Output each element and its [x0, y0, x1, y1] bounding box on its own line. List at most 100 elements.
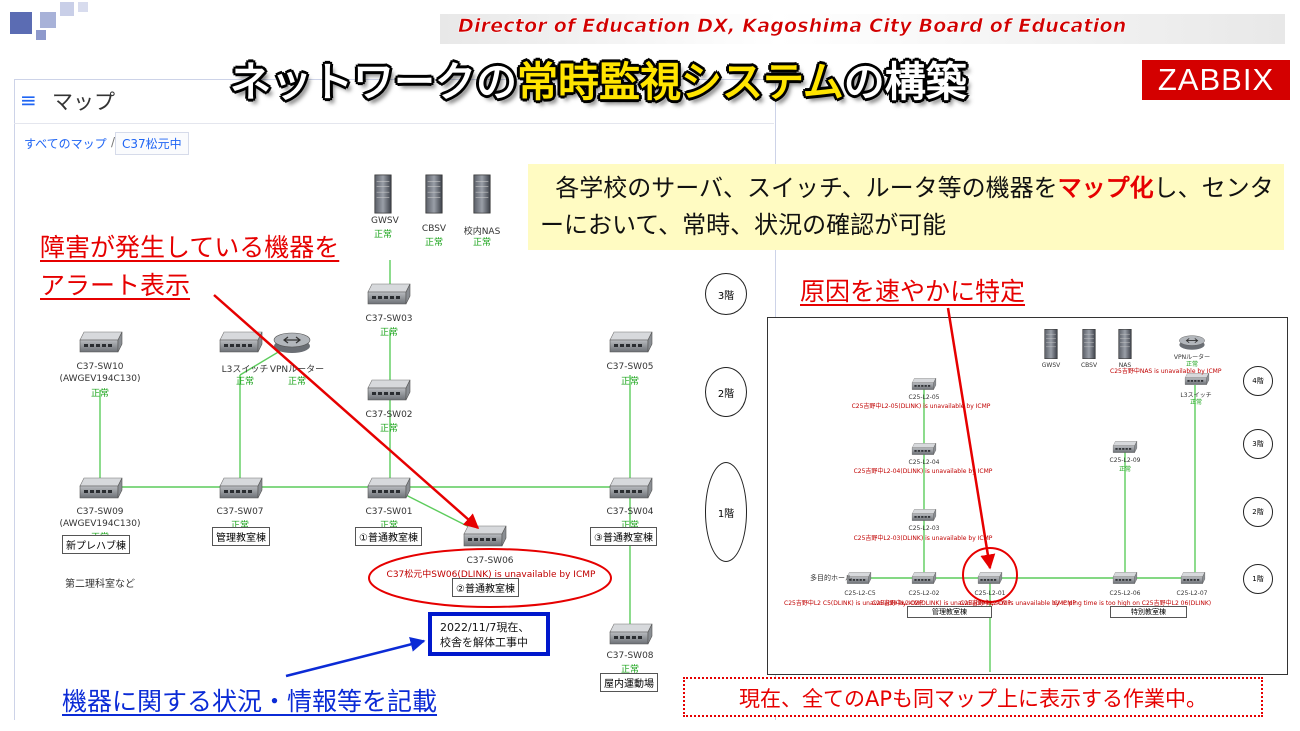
- right-node-status: 正常: [1118, 466, 1131, 473]
- right-vpn-name: VPNルーター: [1173, 354, 1211, 361]
- floor-marker: 1階: [705, 462, 747, 562]
- node-name: C37-SW06: [466, 556, 514, 566]
- right-floor-marker: 3階: [1243, 429, 1273, 459]
- node-name: C37-SW04: [606, 507, 654, 517]
- location-label: 新プレハブ棟: [62, 535, 130, 554]
- info-arrow: [285, 637, 426, 678]
- right-server-name: GWSV: [1041, 362, 1061, 369]
- switch-icon: [219, 331, 263, 353]
- location-label: ③普通教室棟: [590, 527, 657, 546]
- server-icon: [473, 174, 491, 214]
- right-vpn-status: 正常: [1185, 361, 1198, 368]
- right-alert: C25吉野中L2-05(DLINK) is unavailable by ICM…: [851, 403, 991, 410]
- server-status: 正常: [373, 230, 392, 240]
- node-name: C37-SW10: [76, 362, 124, 372]
- node-status: 正常: [379, 424, 398, 434]
- switch-icon: [367, 379, 411, 401]
- breadcrumb-current[interactable]: C37松元中: [115, 132, 189, 155]
- right-alert-circle: [962, 547, 1018, 603]
- right-floor-marker: 4階: [1243, 366, 1273, 396]
- right-server-name: NAS: [1118, 362, 1132, 369]
- hamburger-icon[interactable]: ≡: [20, 88, 37, 112]
- right-node-name: C25-L2-05: [908, 394, 940, 401]
- page-title: ネットワークの常時監視システムの構築: [230, 58, 967, 106]
- note-line: 校舎を解体工事中: [440, 636, 528, 649]
- node-status: 正常: [90, 389, 109, 399]
- server-icon: [425, 174, 443, 214]
- right-node-name: C25-L2-02: [908, 590, 940, 597]
- node-model: (AWGEV194C130): [59, 519, 141, 529]
- cause-callout: 原因を速やかに特定: [800, 277, 1026, 306]
- server-name: 校内NAS: [463, 227, 501, 237]
- right-node-name: C25-L2-06: [1109, 590, 1141, 597]
- server-name: GWSV: [371, 216, 399, 226]
- right-alert: C25吉野中L2-04(DLINK) is unavailable by ICM…: [853, 468, 993, 475]
- location-label: ②普通教室棟: [452, 578, 519, 597]
- right-node-name: C25-L2-07: [1176, 590, 1208, 597]
- summary-text: 各学校のサーバ、スイッチ、ルータ等の機器をマップ化し、センターにおいて、常時、状…: [540, 174, 1274, 239]
- right-alert: C25吉野中L2-01 is unavailable by ICMP: [960, 600, 1077, 607]
- organization-label: Director of Education DX, Kagoshima City…: [458, 15, 1127, 38]
- work-in-progress-note: 現在、全てのAPも同マップ上に表示する作業中。: [683, 677, 1263, 717]
- right-alert: C25吉野中L2 C5(DLINK) is unavailable by ICM…: [784, 600, 923, 607]
- right-node-name: C25-L2-09: [1109, 457, 1141, 464]
- breadcrumb-all-maps[interactable]: すべてのマップ: [24, 137, 107, 151]
- right-l3-name: L3スイッチ: [1180, 392, 1212, 399]
- right-vpn-alert: C25吉野中NAS is unavailable by ICMP: [1110, 368, 1222, 375]
- node-model: (AWGEV194C130): [59, 374, 141, 384]
- alert-message: C37松元中SW06(DLINK) is unavailable by ICMP: [386, 570, 596, 580]
- info-callout: 機器に関する状況・情報等を記載: [62, 687, 438, 716]
- floor-marker: 3階: [705, 273, 747, 315]
- node-name: C37-SW07: [216, 507, 264, 517]
- right-node-name: C25-L2-C5: [844, 590, 876, 597]
- switch-icon: [609, 331, 653, 353]
- right-node-name: C25-L2-03: [908, 525, 940, 532]
- switch-icon: [79, 331, 123, 353]
- right-node-name: C25-L2-04: [908, 459, 940, 466]
- node-status: 正常: [287, 377, 306, 387]
- cause-arrow: [946, 307, 996, 570]
- right-floor-marker: 2階: [1243, 497, 1273, 527]
- alert-highlight-ellipse: [368, 548, 612, 608]
- location-label: 屋内運動場: [600, 673, 658, 692]
- server-icon: [374, 174, 392, 214]
- node-name: VPNルーター: [269, 365, 325, 375]
- alert-callout-line2: アラート表示: [40, 271, 191, 300]
- node-status: 正常: [379, 521, 398, 531]
- corner-decoration: [0, 0, 120, 44]
- breadcrumb-separator: /: [111, 135, 116, 149]
- map-header: [14, 79, 774, 124]
- node-status: 正常: [230, 521, 249, 531]
- right-box-label: 特別教室棟: [1110, 606, 1187, 618]
- node-status: 正常: [620, 377, 639, 387]
- right-hall-label: 多目的ホール: [810, 574, 852, 582]
- right-alert: C25吉野中L2-02(DLINK) is unavailable by ICM…: [872, 600, 1011, 607]
- location-label: 管理教室棟: [212, 527, 270, 546]
- router-icon: [273, 332, 311, 354]
- right-box-label: 管理教室棟: [907, 606, 992, 618]
- server-status: 正常: [472, 238, 491, 248]
- header-band: [440, 14, 1285, 44]
- floor-marker: 2階: [705, 367, 747, 417]
- right-alert: ICMP ping time is too high on C25吉野中L2 0…: [1052, 600, 1212, 607]
- switch-icon: [367, 477, 411, 499]
- note-line: 2022/11/7現在、: [440, 621, 530, 634]
- switch-icon: [609, 623, 653, 645]
- node-name: C37-SW05: [606, 362, 654, 372]
- node-name: C37-SW09: [76, 507, 124, 517]
- right-node-name: C25-L2-01: [974, 590, 1006, 597]
- node-status: 正常: [620, 521, 639, 531]
- extra-location-label: 第二理科室など: [65, 579, 135, 590]
- switch-icon: [219, 477, 263, 499]
- server-status: 正常: [424, 238, 443, 248]
- node-name: C37-SW02: [365, 410, 413, 420]
- alert-arrow: [213, 294, 480, 529]
- node-name: C37-SW03: [365, 314, 413, 324]
- switch-icon: [463, 525, 507, 547]
- right-server-name: CBSV: [1080, 362, 1098, 369]
- node-name: L3スイッチ: [221, 365, 269, 375]
- node-name: C37-SW01: [365, 507, 413, 517]
- switch-icon: [367, 283, 411, 305]
- right-alert: C25吉野中L2-03(DLINK) is unavailable by ICM…: [853, 535, 993, 542]
